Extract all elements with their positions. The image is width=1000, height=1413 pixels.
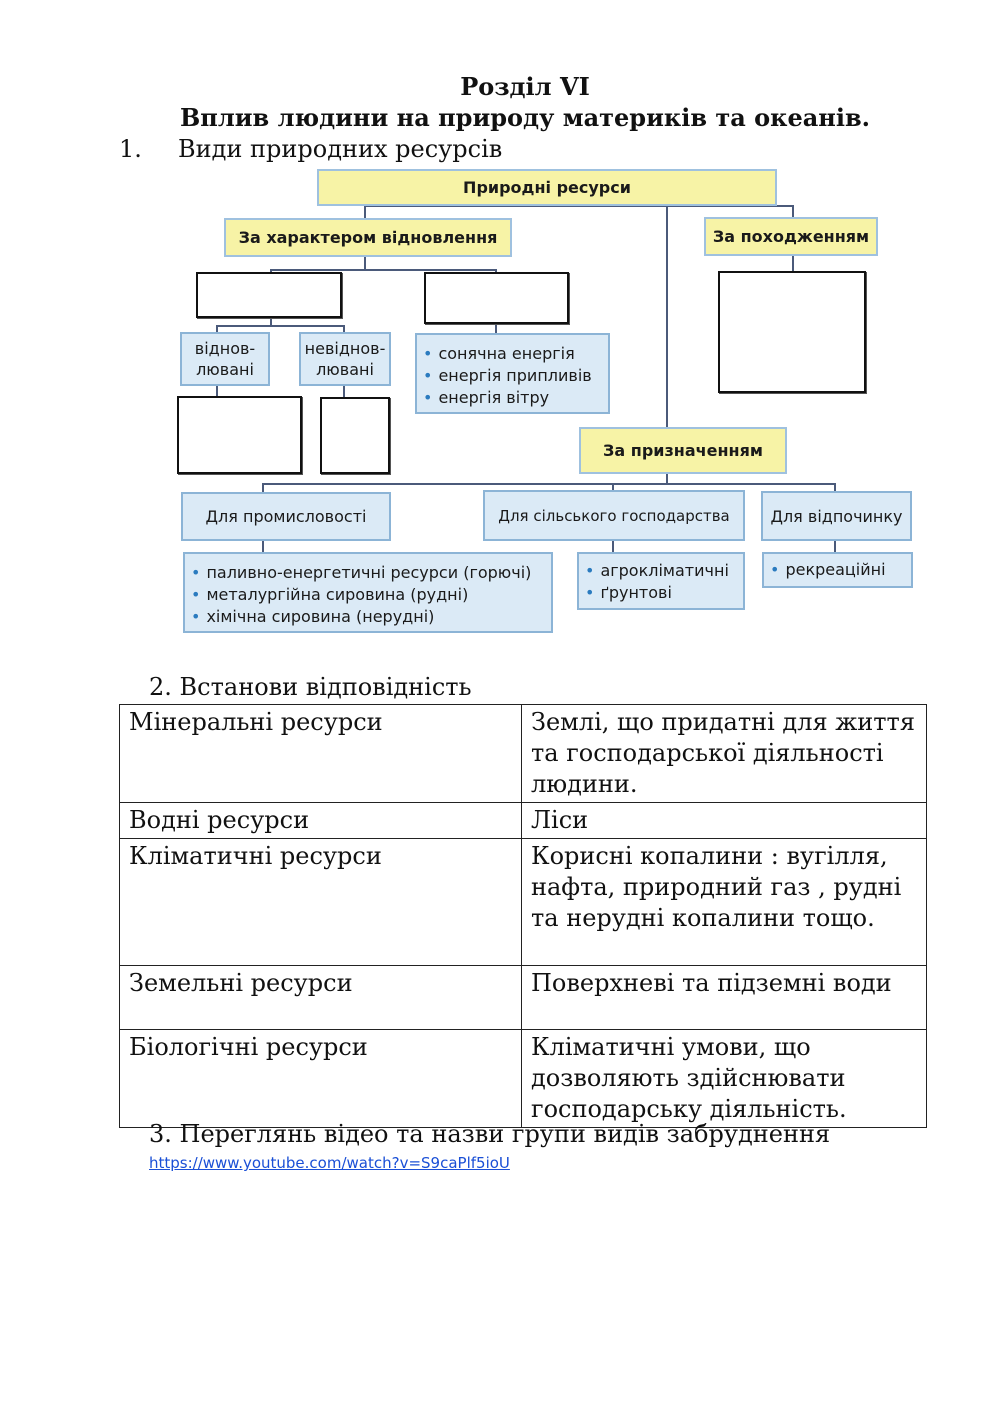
list-item: енергія припливів <box>423 365 608 387</box>
table-row: Мінеральні ресурси Землі, що придатні дл… <box>119 704 927 803</box>
table-cell: Ліси <box>521 802 927 839</box>
renewable-node: віднов- лювані <box>180 332 270 386</box>
table-row: Водні ресурси Ліси <box>119 802 927 839</box>
video-link[interactable]: https://www.youtube.com/watch?v=S9caPlf5… <box>149 1154 510 1172</box>
table-row: Земельні ресурси Поверхневі та підземні … <box>119 965 927 1030</box>
table-cell: Кліматичні ресурси <box>119 838 522 966</box>
table-cell: Водні ресурси <box>119 802 522 839</box>
root-node: Природні ресурси <box>317 169 777 206</box>
list-item: хімічна сировина (нерудні) <box>191 606 551 628</box>
by-renewal-node: За характером відновлення <box>224 218 512 257</box>
task1-number: 1. <box>119 135 142 163</box>
blank-answer-box[interactable] <box>196 272 342 318</box>
list-item: рекреаційні <box>770 559 911 581</box>
by-origin-node: За походженням <box>704 217 878 256</box>
list-item: сонячна енергія <box>423 343 608 365</box>
list-item: металургійна сировина (рудні) <box>191 584 551 606</box>
list-item: агрокліматичні <box>585 560 743 582</box>
energy-node: сонячна енергія енергія припливів енергі… <box>415 333 610 414</box>
task3-label: 3. Переглянь відео та назви групи видів … <box>149 1120 831 1148</box>
blank-answer-box[interactable] <box>177 396 302 474</box>
table-cell: Земельні ресурси <box>119 965 522 1030</box>
blank-answer-box[interactable] <box>718 271 866 393</box>
task1-label: Види природних ресурсів <box>178 135 503 163</box>
list-item: енергія вітру <box>423 387 608 409</box>
for-industry-node: Для промисловості <box>181 492 391 541</box>
recreation-items: рекреаційні <box>762 552 913 588</box>
table-cell: Поверхневі та підземні води <box>521 965 927 1030</box>
blank-answer-box[interactable] <box>424 272 569 324</box>
table-row: Кліматичні ресурси Корисні копалини : ву… <box>119 838 927 966</box>
matching-table: Мінеральні ресурси Землі, що придатні дл… <box>119 704 927 1128</box>
table-cell: Землі, що придатні для життя та господар… <box>521 704 927 803</box>
table-cell: Кліматичні умови, що дозволяють здійснюв… <box>521 1029 927 1128</box>
table-row: Біологічні ресурси Кліматичні умови, що … <box>119 1029 927 1128</box>
nonrenewable-node: невіднов- лювані <box>299 332 391 386</box>
list-item: ґрунтові <box>585 582 743 604</box>
table-cell: Мінеральні ресурси <box>119 704 522 803</box>
section-title: Розділ VI <box>460 72 590 101</box>
task2-label: 2. Встанови відповідність <box>149 673 472 701</box>
table-cell: Біологічні ресурси <box>119 1029 522 1128</box>
blank-answer-box[interactable] <box>320 397 390 474</box>
for-recreation-node: Для відпочинку <box>761 491 912 541</box>
agriculture-items: агрокліматичні ґрунтові <box>577 552 745 610</box>
industry-items: паливно-енергетичні ресурси (горючі) мет… <box>183 552 553 633</box>
table-cell: Корисні копалини : вугілля, нафта, приро… <box>521 838 927 966</box>
list-item: паливно-енергетичні ресурси (горючі) <box>191 562 551 584</box>
for-agriculture-node: Для сільського господарства <box>483 490 745 541</box>
section-subtitle: Вплив людини на природу материків та оке… <box>179 103 871 132</box>
by-purpose-node: За призначенням <box>579 427 787 474</box>
